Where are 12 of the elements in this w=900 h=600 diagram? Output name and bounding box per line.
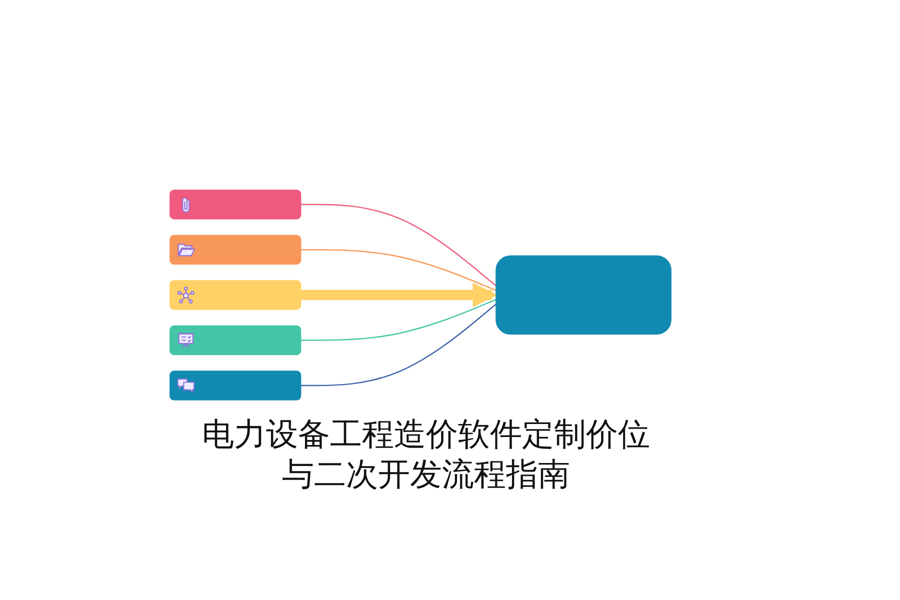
diagram-title: 电力设备工程造价软件定制价位与二次开发流程指南	[201, 414, 651, 494]
connector-line	[300, 249, 496, 292]
process-box	[496, 255, 672, 335]
connector-line	[300, 298, 496, 341]
process-box	[170, 280, 302, 310]
process-box	[170, 190, 302, 220]
connector-line	[300, 304, 496, 386]
process-box	[170, 325, 302, 356]
process-box	[170, 234, 302, 265]
arrow	[300, 282, 498, 308]
process-box	[170, 370, 302, 400]
connector-line	[300, 204, 496, 286]
